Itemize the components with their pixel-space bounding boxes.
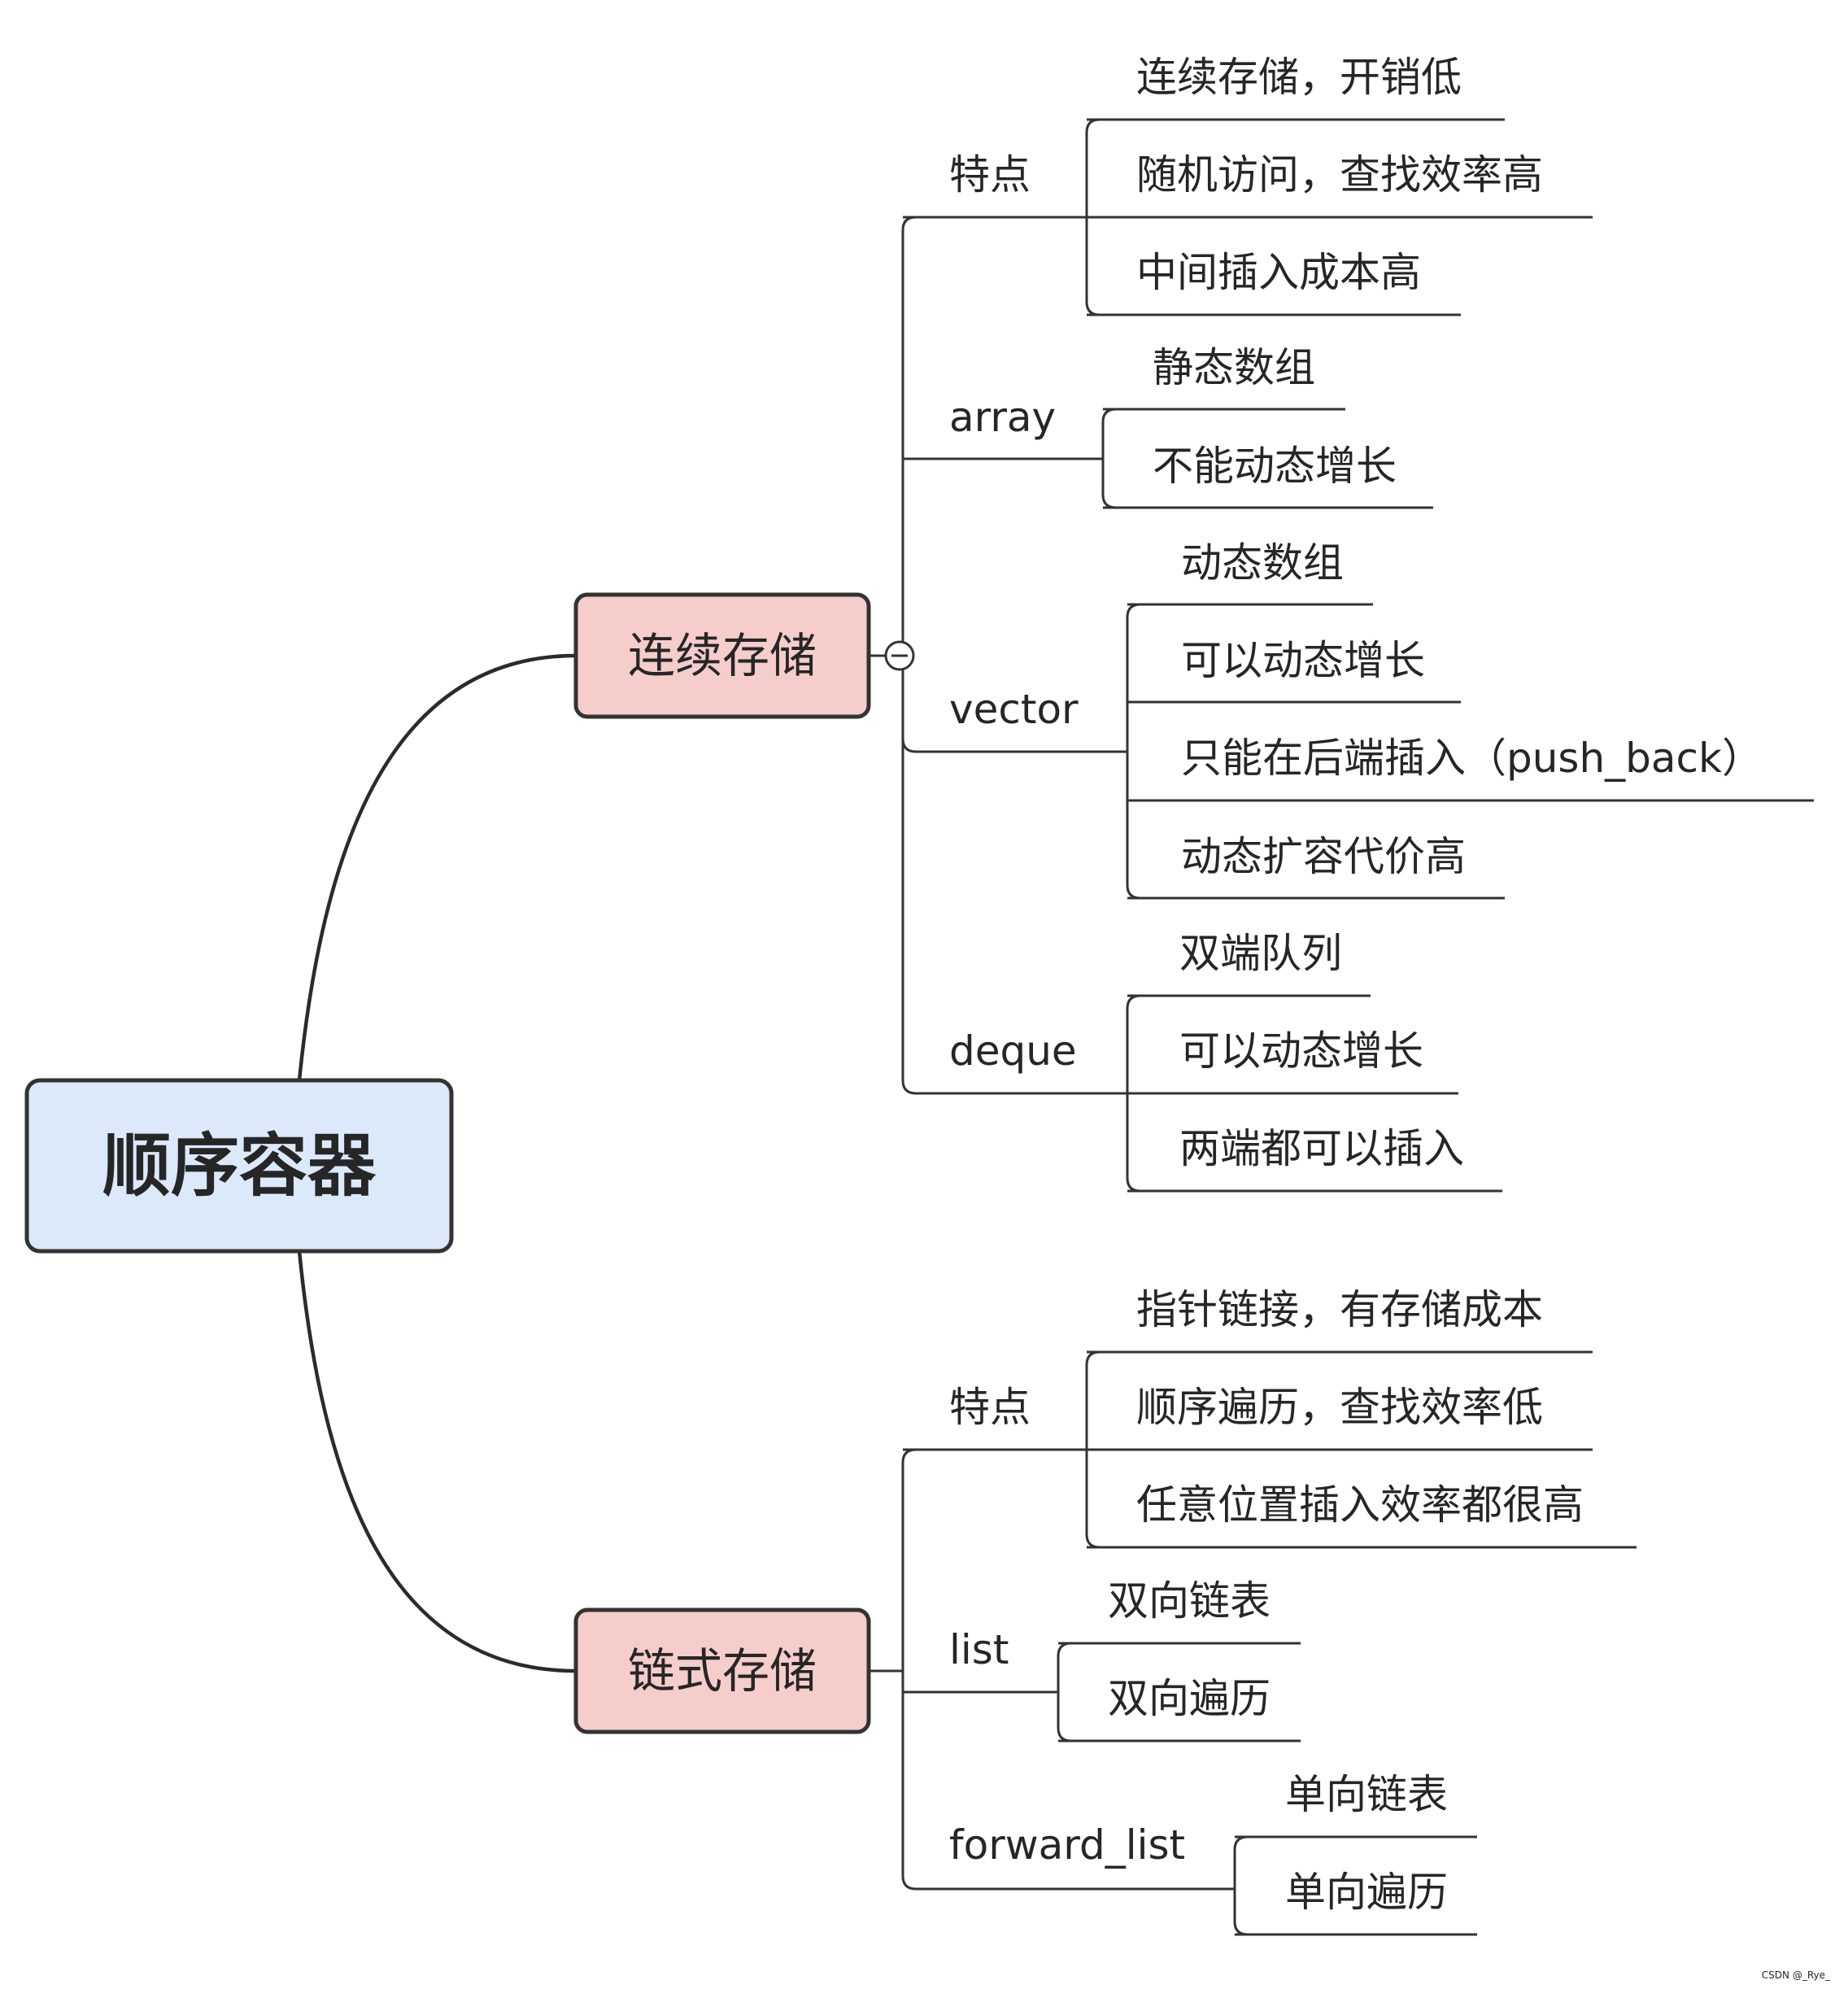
collapse-button[interactable] xyxy=(884,640,915,671)
leaf-item[interactable]: 单向遍历 xyxy=(1285,1869,1448,1916)
leaf-item[interactable]: 指针链接，有存储成本 xyxy=(1136,1286,1543,1333)
group-label[interactable]: vector xyxy=(949,686,1079,733)
group-forward-list: forward_list 单向链表 单向遍历 xyxy=(916,1771,1477,1936)
group-label[interactable]: forward_list xyxy=(949,1821,1185,1869)
group-label[interactable]: 特点 xyxy=(949,151,1031,198)
leaf-item[interactable]: 两端都可以插入 xyxy=(1179,1125,1464,1172)
linked-label: 链式存储 xyxy=(628,1643,817,1699)
leaf-item[interactable]: 可以动态增长 xyxy=(1179,1027,1423,1075)
root-label: 顺序容器 xyxy=(102,1126,377,1206)
group-features-linked: 特点 指针链接，有存储成本 顺序遍历，查找效率低 任意位置插入效率都很高 xyxy=(903,1286,1637,1549)
trunk-upper xyxy=(901,1448,917,1671)
group-features-contiguous: 特点 连续存储，开销低 随机访问，查找效率高 中间插入成本高 xyxy=(903,54,1593,316)
group-label[interactable]: deque xyxy=(949,1027,1077,1075)
leaf-item[interactable]: 随机访问，查找效率高 xyxy=(1136,151,1543,198)
leaf-item[interactable]: 不能动态增长 xyxy=(1153,443,1397,490)
trunk-lower xyxy=(901,656,917,1095)
leaf-item[interactable]: 动态扩容代价高 xyxy=(1181,833,1466,880)
leaf-item[interactable]: 连续存储，开销低 xyxy=(1136,54,1462,101)
group-label[interactable]: list xyxy=(949,1626,1009,1673)
watermark: CSDN @_Rye_ xyxy=(1762,1969,1831,1981)
group-label[interactable]: array xyxy=(949,394,1056,441)
group-deque: deque 双端队列 可以动态增长 两端都可以插入 xyxy=(916,930,1502,1193)
leaf-item[interactable]: 单向链表 xyxy=(1285,1771,1448,1818)
group-vector: vector 动态数组 可以动态增长 只能在后端插入（push_back） 动态… xyxy=(901,539,1814,900)
leaf-item[interactable]: 顺序遍历，查找效率低 xyxy=(1136,1384,1543,1431)
leaf-item[interactable]: 中间插入成本高 xyxy=(1136,249,1421,296)
leaf-item[interactable]: 静态数组 xyxy=(1153,344,1315,391)
branch-contiguous: 连续存储 特点 连续存储，开销低 随机访问，查找效率高 中间插入成本高 arra… xyxy=(573,54,1814,1193)
group-array: array 静态数组 不能动态增长 xyxy=(903,344,1433,509)
connector-root-to-linked xyxy=(297,1250,577,1673)
trunk-upper xyxy=(901,216,917,656)
contiguous-label: 连续存储 xyxy=(628,628,817,683)
leaf-item[interactable]: 任意位置插入效率都很高 xyxy=(1136,1481,1584,1529)
leaf-item[interactable]: 双端队列 xyxy=(1179,930,1342,977)
group-list: list 双向链表 双向遍历 xyxy=(903,1577,1301,1743)
leaf-item[interactable]: 动态数组 xyxy=(1181,539,1344,587)
connector-root-to-contiguous xyxy=(297,653,577,1081)
leaf-item[interactable]: 只能在后端插入（push_back） xyxy=(1181,735,1763,782)
branch-linked: 链式存储 特点 指针链接，有存储成本 顺序遍历，查找效率低 任意位置插入效率都很… xyxy=(573,1286,1637,1936)
leaf-item[interactable]: 双向遍历 xyxy=(1108,1675,1270,1722)
root-node[interactable]: 顺序容器 xyxy=(24,1078,454,1254)
leaf-item[interactable]: 可以动态增长 xyxy=(1181,637,1425,684)
trunk-lower xyxy=(901,1671,917,1891)
linked-node[interactable]: 链式存储 xyxy=(573,1607,871,1734)
contiguous-node[interactable]: 连续存储 xyxy=(573,592,871,719)
group-label[interactable]: 特点 xyxy=(949,1384,1031,1431)
leaf-item[interactable]: 双向链表 xyxy=(1108,1577,1270,1625)
